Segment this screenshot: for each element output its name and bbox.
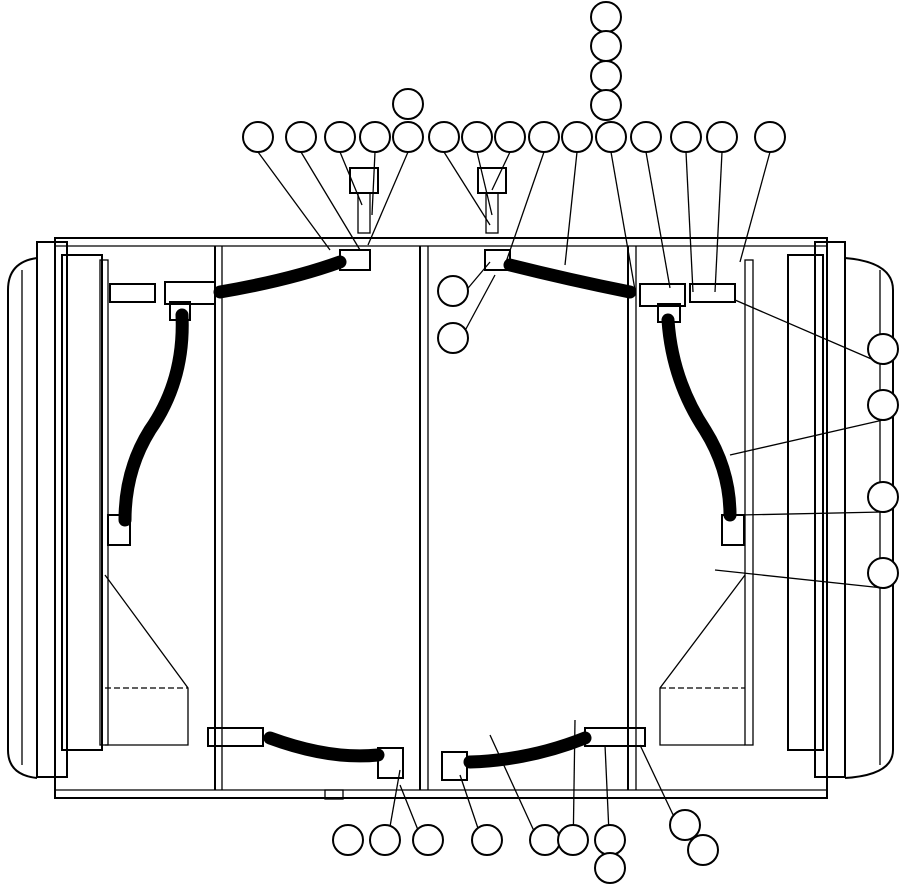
leader-line: [476, 151, 493, 216]
callout-circle: [324, 121, 356, 153]
callout-circle: [867, 557, 899, 589]
fittings: [107, 167, 745, 781]
callout-circle: [392, 88, 424, 120]
callout-circle: [392, 121, 424, 153]
leader-line: [739, 151, 771, 263]
leader-line: [729, 419, 884, 456]
hoses: [118, 255, 737, 769]
leader-line: [491, 151, 511, 191]
callout-circle: [285, 121, 317, 153]
leader-lines: [257, 151, 884, 856]
callout-circle: [595, 121, 627, 153]
callout-circles: [242, 1, 899, 884]
leader-line: [645, 151, 671, 289]
leader-line: [739, 511, 884, 516]
callout-circle: [529, 824, 561, 856]
callout-circle: [594, 852, 626, 884]
leader-line: [339, 151, 363, 206]
callout-circle: [412, 824, 444, 856]
callout-circle: [669, 809, 701, 841]
callout-circle: [754, 121, 786, 153]
leader-line: [734, 299, 884, 365]
top-center-hose: [503, 258, 637, 299]
leader-line: [367, 151, 409, 246]
leader-line: [564, 151, 578, 266]
callout-circle: [437, 275, 469, 307]
left-vertical-hose: [118, 308, 189, 527]
callout-circle: [594, 824, 626, 856]
callout-circle: [687, 834, 719, 866]
callout-circle: [428, 121, 460, 153]
callout-circle: [590, 60, 622, 92]
callout-circle: [867, 389, 899, 421]
callout-circle: [528, 121, 560, 153]
bottom-left-hose: [263, 731, 385, 763]
top-left-hose: [213, 255, 347, 299]
callout-circle: [471, 824, 503, 856]
leader-line: [610, 151, 636, 291]
leader-line: [685, 151, 694, 293]
right-vertical-hose: [661, 313, 737, 522]
callout-circle: [670, 121, 702, 153]
leader-line: [257, 151, 331, 251]
callout-circle: [590, 1, 622, 33]
callout-circle: [369, 824, 401, 856]
callout-circle: [557, 824, 589, 856]
leader-line: [714, 151, 723, 293]
callout-circle: [867, 481, 899, 513]
leader-line: [371, 151, 376, 216]
leader-line: [300, 151, 361, 251]
callout-circle: [242, 121, 274, 153]
callout-circle: [590, 30, 622, 62]
callout-circle: [561, 121, 593, 153]
callout-circle: [494, 121, 526, 153]
callout-circle: [359, 121, 391, 153]
callout-circle: [867, 333, 899, 365]
leader-line: [504, 151, 545, 266]
callout-circle: [461, 121, 493, 153]
callout-circle: [706, 121, 738, 153]
leader-line: [443, 151, 491, 226]
callout-circle: [630, 121, 662, 153]
callout-circle: [437, 322, 469, 354]
callout-circle: [332, 824, 364, 856]
frame: [7, 237, 894, 800]
bottom-right-hose: [463, 731, 592, 769]
leader-line: [714, 569, 884, 589]
callout-circle: [590, 89, 622, 121]
